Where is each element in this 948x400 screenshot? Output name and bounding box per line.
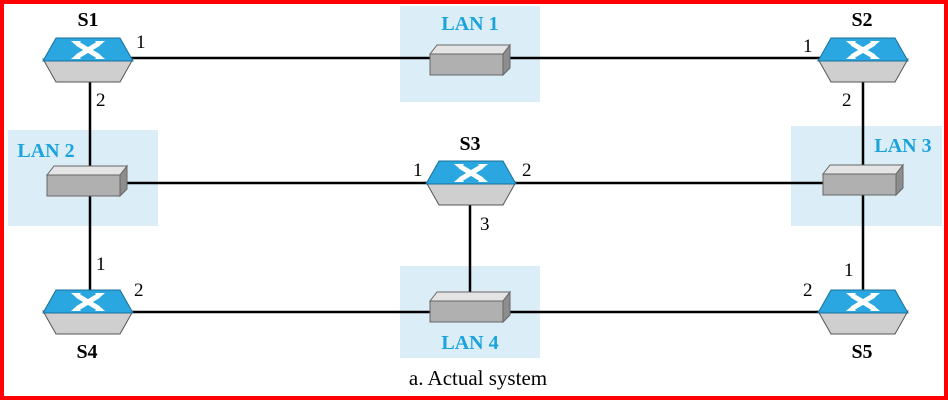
s2-label: S2 (851, 9, 872, 31)
s3-label: S3 (459, 133, 480, 155)
s5-switch-icon (818, 290, 908, 334)
lan1-hub-icon (429, 44, 511, 76)
lan4-label: LAN 4 (441, 332, 498, 354)
lan2-label: LAN 2 (17, 140, 74, 162)
s4-label: S4 (76, 341, 97, 363)
port-s3-lan2: 1 (413, 160, 423, 181)
s5-label: S5 (851, 341, 872, 363)
port-s3-lan3: 2 (522, 160, 532, 181)
port-s1-lan2: 2 (96, 90, 106, 111)
port-s1-lan1: 1 (136, 32, 146, 53)
lan2-hub-icon (46, 165, 128, 197)
port-s4-lan2: 1 (96, 254, 106, 275)
port-s4-lan4: 2 (134, 280, 144, 301)
port-s5-lan3: 1 (844, 260, 854, 281)
s3-switch-icon (426, 161, 516, 205)
s2-switch-icon (818, 38, 908, 82)
port-s3-lan4: 3 (480, 214, 490, 235)
lan1-label: LAN 1 (441, 13, 498, 35)
lan3-label: LAN 3 (874, 135, 931, 157)
lan3-hub-icon (822, 164, 904, 196)
port-s5-lan4: 2 (803, 280, 813, 301)
port-s2-lan1: 1 (803, 36, 813, 57)
s4-switch-icon (43, 290, 133, 334)
diagram-caption: a. Actual system (409, 366, 547, 390)
port-s2-lan3: 2 (842, 90, 852, 111)
lan4-hub-icon (429, 291, 511, 323)
s1-label: S1 (77, 9, 98, 31)
port-numbers: 1 2 1 2 1 2 3 1 2 1 2 (96, 32, 854, 301)
s1-switch-icon (43, 38, 133, 82)
